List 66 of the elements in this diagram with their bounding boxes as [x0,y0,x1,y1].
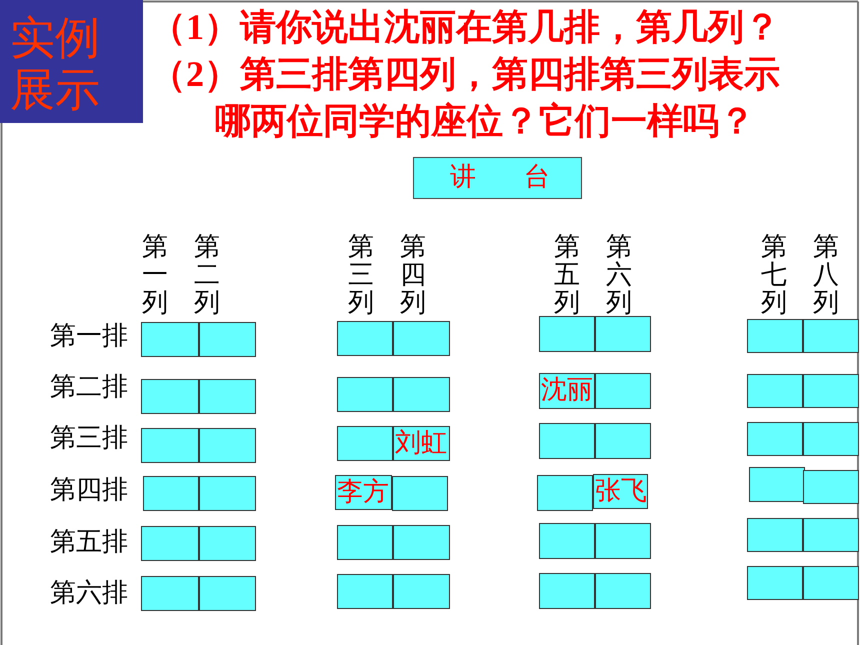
desk [141,428,199,463]
column-label: 第二列 [193,233,221,317]
column-label: 第四列 [399,233,427,317]
desk [803,518,859,552]
column-label: 第六列 [605,233,633,317]
desk [747,566,803,600]
row-label: 第三排 [50,422,128,454]
desk: 李方 [335,475,392,510]
row-label: 第四排 [50,474,128,506]
desk [803,422,859,456]
desk [747,518,803,552]
desk [595,523,651,559]
desk [143,476,199,511]
desk [803,470,859,504]
desk [595,316,651,352]
question-text: （2）第三排第四列，第四排第三列表示哪两位同学的座位？它们一样吗？ [150,53,781,143]
desk [595,373,651,409]
question-text: （1）请你说出沈丽在第几排，第几列？ [150,6,781,49]
desk [803,319,859,353]
desk [539,523,595,559]
desk [747,319,803,353]
desk [539,573,595,609]
row-label: 第一排 [50,320,128,352]
desk [539,423,595,459]
row-label: 第六排 [50,577,128,609]
lectern-box: 讲台 [413,157,582,199]
desk [141,576,199,611]
desk [337,377,393,412]
desk [803,566,859,600]
row-label: 第二排 [50,371,128,403]
desk [199,526,256,561]
column-label: 第七列 [760,233,788,317]
desk [141,379,199,414]
desk [337,574,393,609]
desk [747,374,803,408]
desk [595,423,651,459]
desk [141,526,199,561]
desk [199,322,256,357]
desk [392,476,448,511]
desk [337,321,393,356]
desk [393,525,450,560]
column-label: 第八列 [812,233,840,317]
desk [747,422,803,456]
desk [537,475,593,511]
desk [199,576,256,611]
desk [393,574,450,609]
desk [393,377,450,412]
row-label: 第五排 [50,526,128,558]
desk [803,374,859,408]
desk [337,426,393,461]
desk [749,467,805,502]
desk [595,573,651,609]
desk [199,379,256,414]
heading-block: 实例展示 [0,0,143,123]
column-label: 第五列 [553,233,581,317]
desk: 张飞 [593,474,648,509]
desk: 刘虹 [393,426,450,461]
column-label: 第一列 [141,233,169,317]
desk: 沈丽 [539,373,595,409]
desk [141,322,199,357]
desk [337,525,393,560]
desk [393,321,450,356]
desk [199,428,256,463]
desk [199,476,256,511]
desk [539,316,595,352]
column-label: 第三列 [347,233,375,317]
